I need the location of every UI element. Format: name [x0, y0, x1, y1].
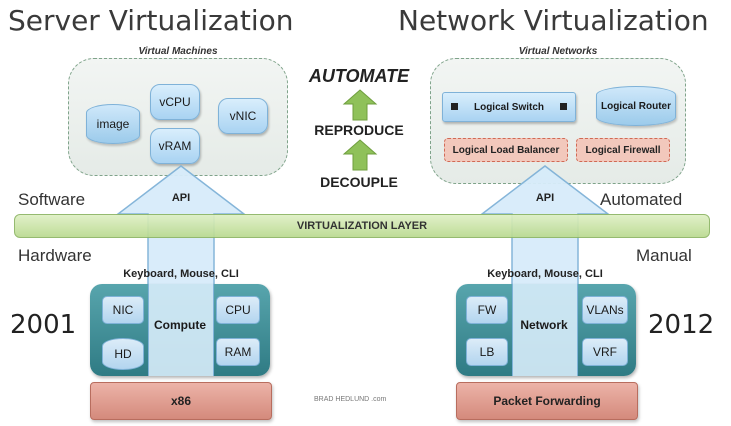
- network-virtualization-title: Network Virtualization: [398, 4, 709, 37]
- left-api-label: API: [171, 192, 191, 204]
- logical-router-label: Logical Router: [600, 100, 671, 112]
- software-label: Software: [18, 190, 86, 209]
- compute-nic-label: NIC: [112, 303, 134, 317]
- logical-load-balancer-label: Logical Load Balancer: [452, 144, 560, 156]
- left-interface-label: Keyboard, Mouse, CLI: [123, 268, 239, 280]
- credit-text: BRAD HEDLUND .com: [314, 396, 387, 403]
- right-api-label: API: [535, 192, 555, 204]
- compute-hd-icon: HD: [102, 338, 144, 370]
- vm-vcpu-label: vCPU: [159, 95, 191, 109]
- packet-forwarding-label: Packet Forwarding: [493, 394, 601, 408]
- right-api-arrow-shaft: [512, 284, 578, 376]
- vm-image-label: image: [96, 117, 130, 131]
- network-vlans-box: VLANs: [582, 296, 628, 324]
- compute-nic-box: NIC: [102, 296, 144, 324]
- vm-vram-box: vRAM: [150, 128, 200, 164]
- compute-label: Compute: [154, 318, 206, 332]
- network-label: Network: [520, 318, 568, 332]
- compute-hd-label: HD: [114, 347, 132, 361]
- logical-switch-box: Logical Switch: [442, 92, 576, 122]
- x86-label: x86: [170, 394, 192, 408]
- automate-up-arrow-icon: [342, 89, 378, 121]
- virtual-networks-caption: Virtual Networks: [518, 46, 598, 57]
- logical-firewall-box: Logical Firewall: [576, 138, 670, 162]
- network-fw-label: FW: [477, 303, 497, 317]
- vm-vcpu-box: vCPU: [150, 84, 200, 120]
- reproduce-up-arrow-icon: [342, 139, 378, 171]
- vm-image-icon: image: [86, 104, 140, 144]
- network-fw-box: FW: [466, 296, 508, 324]
- network-vrf-box: VRF: [582, 338, 628, 366]
- reproduce-label: REPRODUCE: [314, 122, 404, 138]
- left-api-arrow-shaft: [148, 284, 214, 376]
- compute-cpu-box: CPU: [216, 296, 260, 324]
- year-2001: 2001: [10, 310, 77, 340]
- compute-ram-box: RAM: [216, 338, 260, 366]
- hardware-label: Hardware: [18, 246, 92, 265]
- compute-cpu-label: CPU: [225, 303, 251, 317]
- decouple-label: DECOUPLE: [320, 174, 398, 190]
- automated-label: Automated: [600, 190, 683, 209]
- network-lb-box: LB: [466, 338, 508, 366]
- year-2012: 2012: [648, 310, 715, 340]
- manual-label: Manual: [636, 246, 692, 265]
- virtual-machines-caption: Virtual Machines: [138, 46, 218, 57]
- network-vrf-label: VRF: [593, 345, 617, 359]
- right-interface-label: Keyboard, Mouse, CLI: [487, 268, 603, 280]
- vm-vram-label: vRAM: [158, 139, 192, 153]
- vm-vnic-box: vNIC: [218, 98, 268, 134]
- server-virtualization-title: Server Virtualization: [8, 4, 294, 37]
- automate-label: AUTOMATE: [308, 66, 410, 86]
- vm-vnic-label: vNIC: [229, 109, 257, 123]
- logical-firewall-label: Logical Firewall: [585, 144, 661, 156]
- x86-base: x86: [90, 382, 272, 420]
- switch-port-icon: [451, 103, 458, 110]
- network-lb-label: LB: [479, 345, 495, 359]
- compute-ram-label: RAM: [224, 345, 252, 359]
- packet-forwarding-base: Packet Forwarding: [456, 382, 638, 420]
- virtualization-layer: VIRTUALIZATION LAYER: [14, 214, 710, 238]
- logical-router-icon: Logical Router: [596, 86, 676, 126]
- network-vlans-label: VLANs: [586, 303, 624, 317]
- logical-load-balancer-box: Logical Load Balancer: [444, 138, 568, 162]
- logical-switch-label: Logical Switch: [473, 101, 544, 113]
- virtualization-layer-label: VIRTUALIZATION LAYER: [296, 220, 428, 232]
- switch-port-icon: [560, 103, 567, 110]
